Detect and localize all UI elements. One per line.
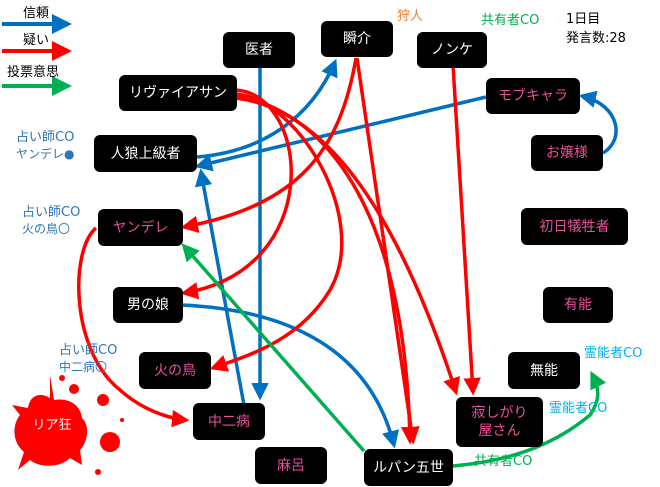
edge-shunsuke-yandere: [180, 57, 358, 233]
edge-ojousama-mobchara: [578, 90, 618, 155]
seer-co-note-1: 占い師CO ヤンデレ●: [16, 130, 74, 162]
node-ishi[interactable]: 医者: [223, 32, 295, 68]
seer3-title: 占い師CO: [59, 343, 118, 358]
medium-co-note-2: 霊能者CO: [549, 401, 608, 416]
seer-co-note-2: 占い師CO 火の鳥〇: [22, 205, 80, 237]
mason-co-note-top: 共有者CO: [481, 13, 540, 28]
edge-lupin-munou: [452, 370, 607, 468]
seer2-result: 火の鳥〇: [22, 222, 71, 236]
node-leviathan[interactable]: リヴァイアサン: [119, 75, 237, 111]
edge-yandere-chuunibyou: [77, 226, 190, 428]
seer1-title: 占い師CO: [16, 130, 75, 145]
blood-splat-icon: [12, 375, 124, 475]
hunter-note: 狩人: [397, 9, 424, 24]
node-hinotori[interactable]: 火の鳥: [139, 352, 211, 389]
medium-co-note-1: 霊能者CO: [584, 346, 643, 361]
node-nonke[interactable]: ノンケ: [417, 32, 487, 68]
edge-mobchara-jinro: [194, 95, 487, 172]
edge-otokonoko-lupin: [181, 303, 400, 449]
legend-trust-label: 信頼: [23, 6, 50, 21]
edge-lupin-yandere: [181, 243, 366, 453]
node-ojousama[interactable]: お嬢様: [531, 135, 603, 171]
node-jinro[interactable]: 人狼上級者: [94, 135, 197, 172]
node-shunsuke[interactable]: 瞬介: [321, 21, 393, 57]
legend-vote-label: 投票意思: [7, 65, 60, 80]
node-maro[interactable]: 麻呂: [255, 447, 327, 484]
lynched-label: リア狂: [32, 418, 72, 433]
seer-co-note-3: 占い師CO 中二病〇: [59, 343, 117, 375]
edge-shunsuke-lupin: [355, 57, 420, 445]
edge-leviathan-sabishigari: [235, 96, 460, 396]
node-munou[interactable]: 無能: [508, 352, 580, 389]
node-otokonoko[interactable]: 男の娘: [113, 287, 183, 323]
legend-doubt-label: 疑い: [23, 33, 50, 48]
node-yandere[interactable]: ヤンデレ: [98, 209, 183, 246]
utterance-count: 発言数:28: [566, 31, 626, 46]
edge-leviathan-hinotori: [209, 92, 344, 372]
seer1-result: ヤンデレ●: [16, 147, 75, 161]
day-label: 1日目: [566, 12, 601, 27]
node-lupin[interactable]: ルパン五世: [364, 449, 453, 486]
edge-nonke-sabishigari: [451, 64, 481, 396]
seer2-title: 占い師CO: [22, 205, 81, 220]
node-mobchara[interactable]: モブキャラ: [486, 78, 580, 114]
mason-co-note-bottom: 共有者CO: [474, 454, 533, 469]
edge-jinro-shunsuke: [196, 58, 338, 159]
node-sabishigari[interactable]: 寂しがり屋さん: [456, 397, 543, 447]
node-yuunou[interactable]: 有能: [543, 287, 613, 323]
game-info: 1日目 発言数:28: [566, 10, 626, 48]
node-chuunibyou[interactable]: 中二病: [193, 403, 265, 440]
node-shonichi[interactable]: 初日犠牲者: [521, 208, 628, 245]
seer3-result: 中二病〇: [59, 360, 108, 374]
